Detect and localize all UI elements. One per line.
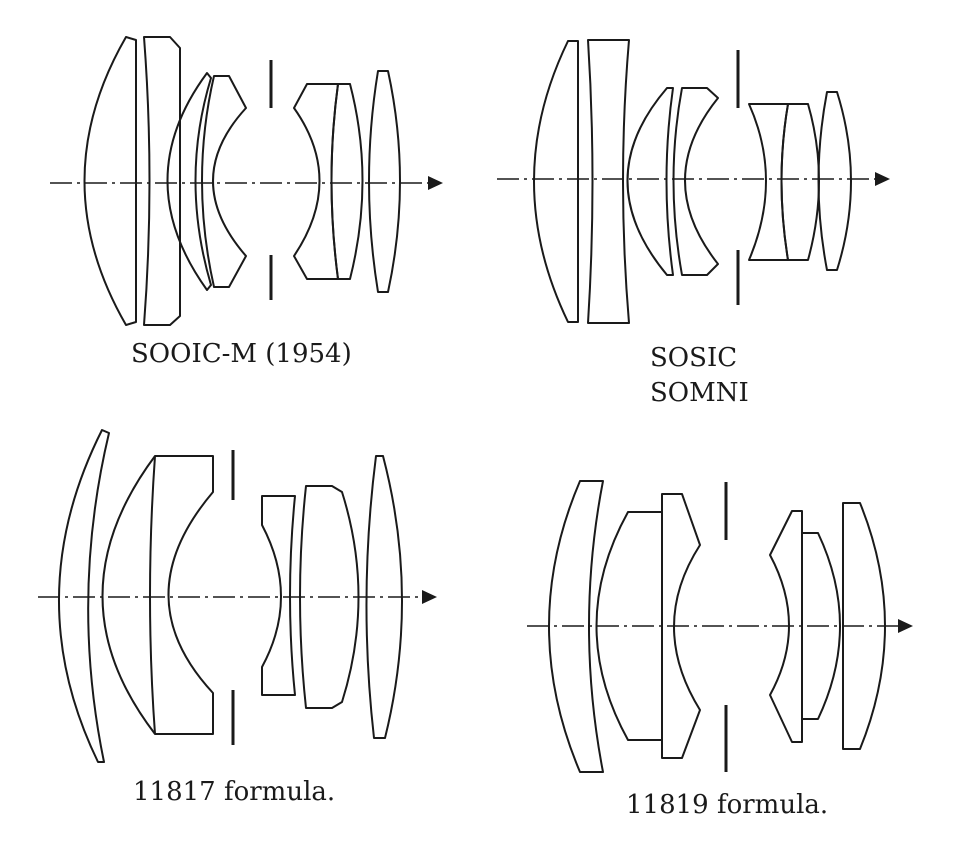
caption-11817-formula: 11817 formula. bbox=[133, 777, 336, 807]
lens-element bbox=[261, 495, 296, 696]
lens-element bbox=[548, 480, 604, 773]
axis-arrow-icon bbox=[898, 619, 913, 633]
lens-diagram-11819 bbox=[527, 480, 913, 773]
lens-diagram-sosic-somni bbox=[497, 39, 890, 324]
lens-element bbox=[368, 70, 401, 293]
lens-element bbox=[149, 455, 156, 735]
lens-element bbox=[201, 75, 247, 288]
lens-element bbox=[817, 91, 852, 271]
caption-somni: SOMNI bbox=[650, 378, 749, 408]
lens-element bbox=[58, 429, 110, 763]
lens-element bbox=[587, 39, 630, 324]
axis-arrow-icon bbox=[428, 176, 443, 190]
lens-element bbox=[83, 36, 137, 326]
axis-arrow-icon bbox=[422, 590, 437, 604]
caption-11819-formula: 11819 formula. bbox=[626, 790, 829, 820]
lens-diagram-sooic-m bbox=[50, 36, 443, 326]
lens-element bbox=[533, 40, 579, 323]
lens-element bbox=[299, 485, 360, 709]
lens-element bbox=[595, 511, 663, 741]
lens-element bbox=[365, 455, 403, 739]
caption-sooic-m: SOOIC-M (1954) bbox=[131, 339, 352, 369]
lens-element bbox=[101, 455, 214, 735]
lens-element bbox=[672, 87, 719, 276]
lens-element bbox=[330, 83, 364, 280]
lens-element bbox=[769, 510, 803, 743]
axis-arrow-icon bbox=[875, 172, 890, 186]
caption-sosic: SOSIC bbox=[650, 343, 738, 373]
lens-element bbox=[780, 103, 820, 261]
lens-diagram-11817 bbox=[38, 429, 437, 763]
lens-element bbox=[143, 36, 181, 326]
lens-element bbox=[801, 532, 841, 720]
lens-element bbox=[661, 493, 701, 759]
lens-element bbox=[166, 72, 212, 291]
lens-element bbox=[626, 87, 674, 276]
lens-element bbox=[842, 502, 886, 750]
